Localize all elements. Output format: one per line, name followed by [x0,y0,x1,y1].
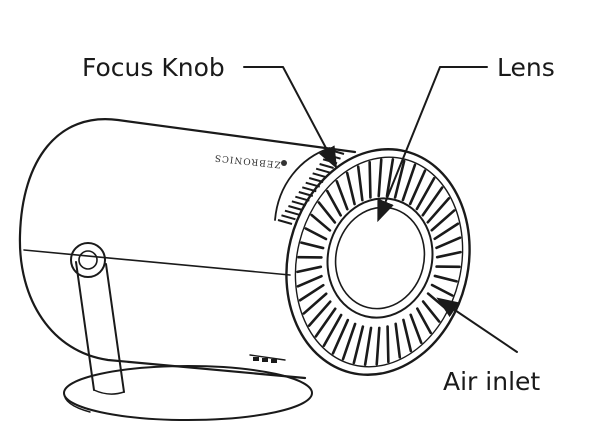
grille-slat [426,197,451,224]
lens-ring [326,197,434,319]
grille-slat [415,176,436,211]
knob-rib [284,209,300,216]
grille-slat [296,274,323,288]
grille-slat [416,307,432,335]
air-inlet-leader [436,297,518,353]
grille-slat [435,250,462,259]
focus-knob-label: Focus Knob [82,53,225,82]
projector-body: ZEBRONICS [18,118,357,380]
grille-slat [393,159,406,199]
grille-slat [401,163,417,202]
grille-slat [345,171,356,206]
callouts [243,66,518,353]
body-outline [18,118,357,380]
focus-knob-leader [243,66,338,169]
grille-slat [356,165,364,202]
base-plate-edge [63,392,91,413]
knob-rib [277,219,293,225]
knob-rib [322,158,338,165]
grille-slat [341,322,357,361]
brand-logo-mark [281,160,287,166]
grille-slat [430,283,454,297]
air-inlet-grille [296,158,462,366]
grille-slat [408,169,427,206]
grille-slat [352,325,365,365]
grille-slat [430,209,456,232]
grille-slat [363,326,373,366]
grille-slat [433,274,458,283]
knob-rib [312,172,327,179]
hinge [70,242,106,278]
stand-arm-foot [93,389,125,395]
grille-slat [433,222,460,241]
hinge-inner [78,250,98,270]
grille-slat [296,265,323,274]
grille-slat [300,241,325,250]
grille-slat [421,186,444,217]
grille-slat [298,283,325,302]
grille-slat [421,300,441,323]
vent-slot [249,354,286,361]
knob-rib [315,167,331,174]
knob-rib [281,214,296,221]
grille-slat [368,160,372,199]
body-seam [23,249,291,276]
grille-slat [375,326,381,366]
air-inlet-label: Air inlet [443,367,540,396]
grille-slat [377,158,383,198]
side-buttons [253,357,277,363]
grille-slat [302,292,328,315]
grille-slat [326,189,342,217]
knob-rib [288,205,303,211]
hinge-outer [70,242,106,278]
grille-slat [307,300,332,327]
grille-slat [304,227,328,241]
lens-leader [377,66,488,223]
knob-rib [326,153,341,160]
lens-label: Lens [497,53,555,82]
grille-slat [322,313,343,348]
grille-slat [335,179,349,211]
focus-knob [274,147,345,225]
grille-slat [317,201,337,224]
brand-logo: ZEBRONICS [214,152,282,169]
stand [63,261,313,421]
grille-slat [385,158,395,198]
grille-slat [386,325,390,364]
stand-arm [75,261,125,393]
front-rim-inner [294,156,464,368]
grille-slat [331,318,350,355]
grille-slat [310,213,332,232]
grille-slat [402,318,413,353]
grille-slat [409,313,423,345]
grille-slat [435,236,462,250]
grille-slat [394,322,402,359]
grille-slat [314,307,337,338]
knob-rib [319,163,334,169]
